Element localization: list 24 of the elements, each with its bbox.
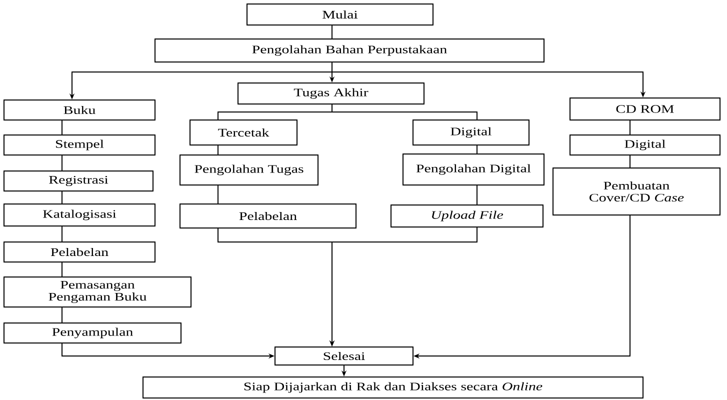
process-box: Selesai <box>274 346 414 366</box>
process-box: Digital <box>412 120 530 146</box>
process-box: Pengolahan Bahan Perpustakaan <box>154 38 544 62</box>
process-box: Stempel <box>4 134 156 156</box>
process-box: Pelabelan <box>4 242 156 262</box>
process-box: Tercetak <box>190 120 298 146</box>
process-box: CD ROM <box>570 98 720 120</box>
process-box: Upload File <box>390 204 544 228</box>
process-box: Penyampulan <box>4 322 182 344</box>
connector-line <box>476 185 478 205</box>
process-box: Pengolahan Tugas <box>180 154 318 186</box>
process-box: Buku <box>4 100 156 120</box>
connector-line <box>332 104 478 120</box>
connector-line <box>476 145 478 154</box>
process-box: Pelabelan <box>180 204 356 228</box>
process-box: Siap Dijajarkan di Rak dan Diakses secara Online <box>142 376 644 398</box>
process-box: Mulai <box>246 4 434 26</box>
process-box: Pembuatan Cover/CD Case <box>552 168 720 216</box>
process-box: Tugas Akhir <box>238 82 424 104</box>
process-box: Pengolahan Digital <box>402 154 544 186</box>
process-box: Pemasangan Pengaman Buku <box>4 276 192 308</box>
process-box: Katalogisasi <box>4 204 156 226</box>
process-box: Digital <box>570 134 720 156</box>
process-box: Registrasi <box>4 170 154 192</box>
